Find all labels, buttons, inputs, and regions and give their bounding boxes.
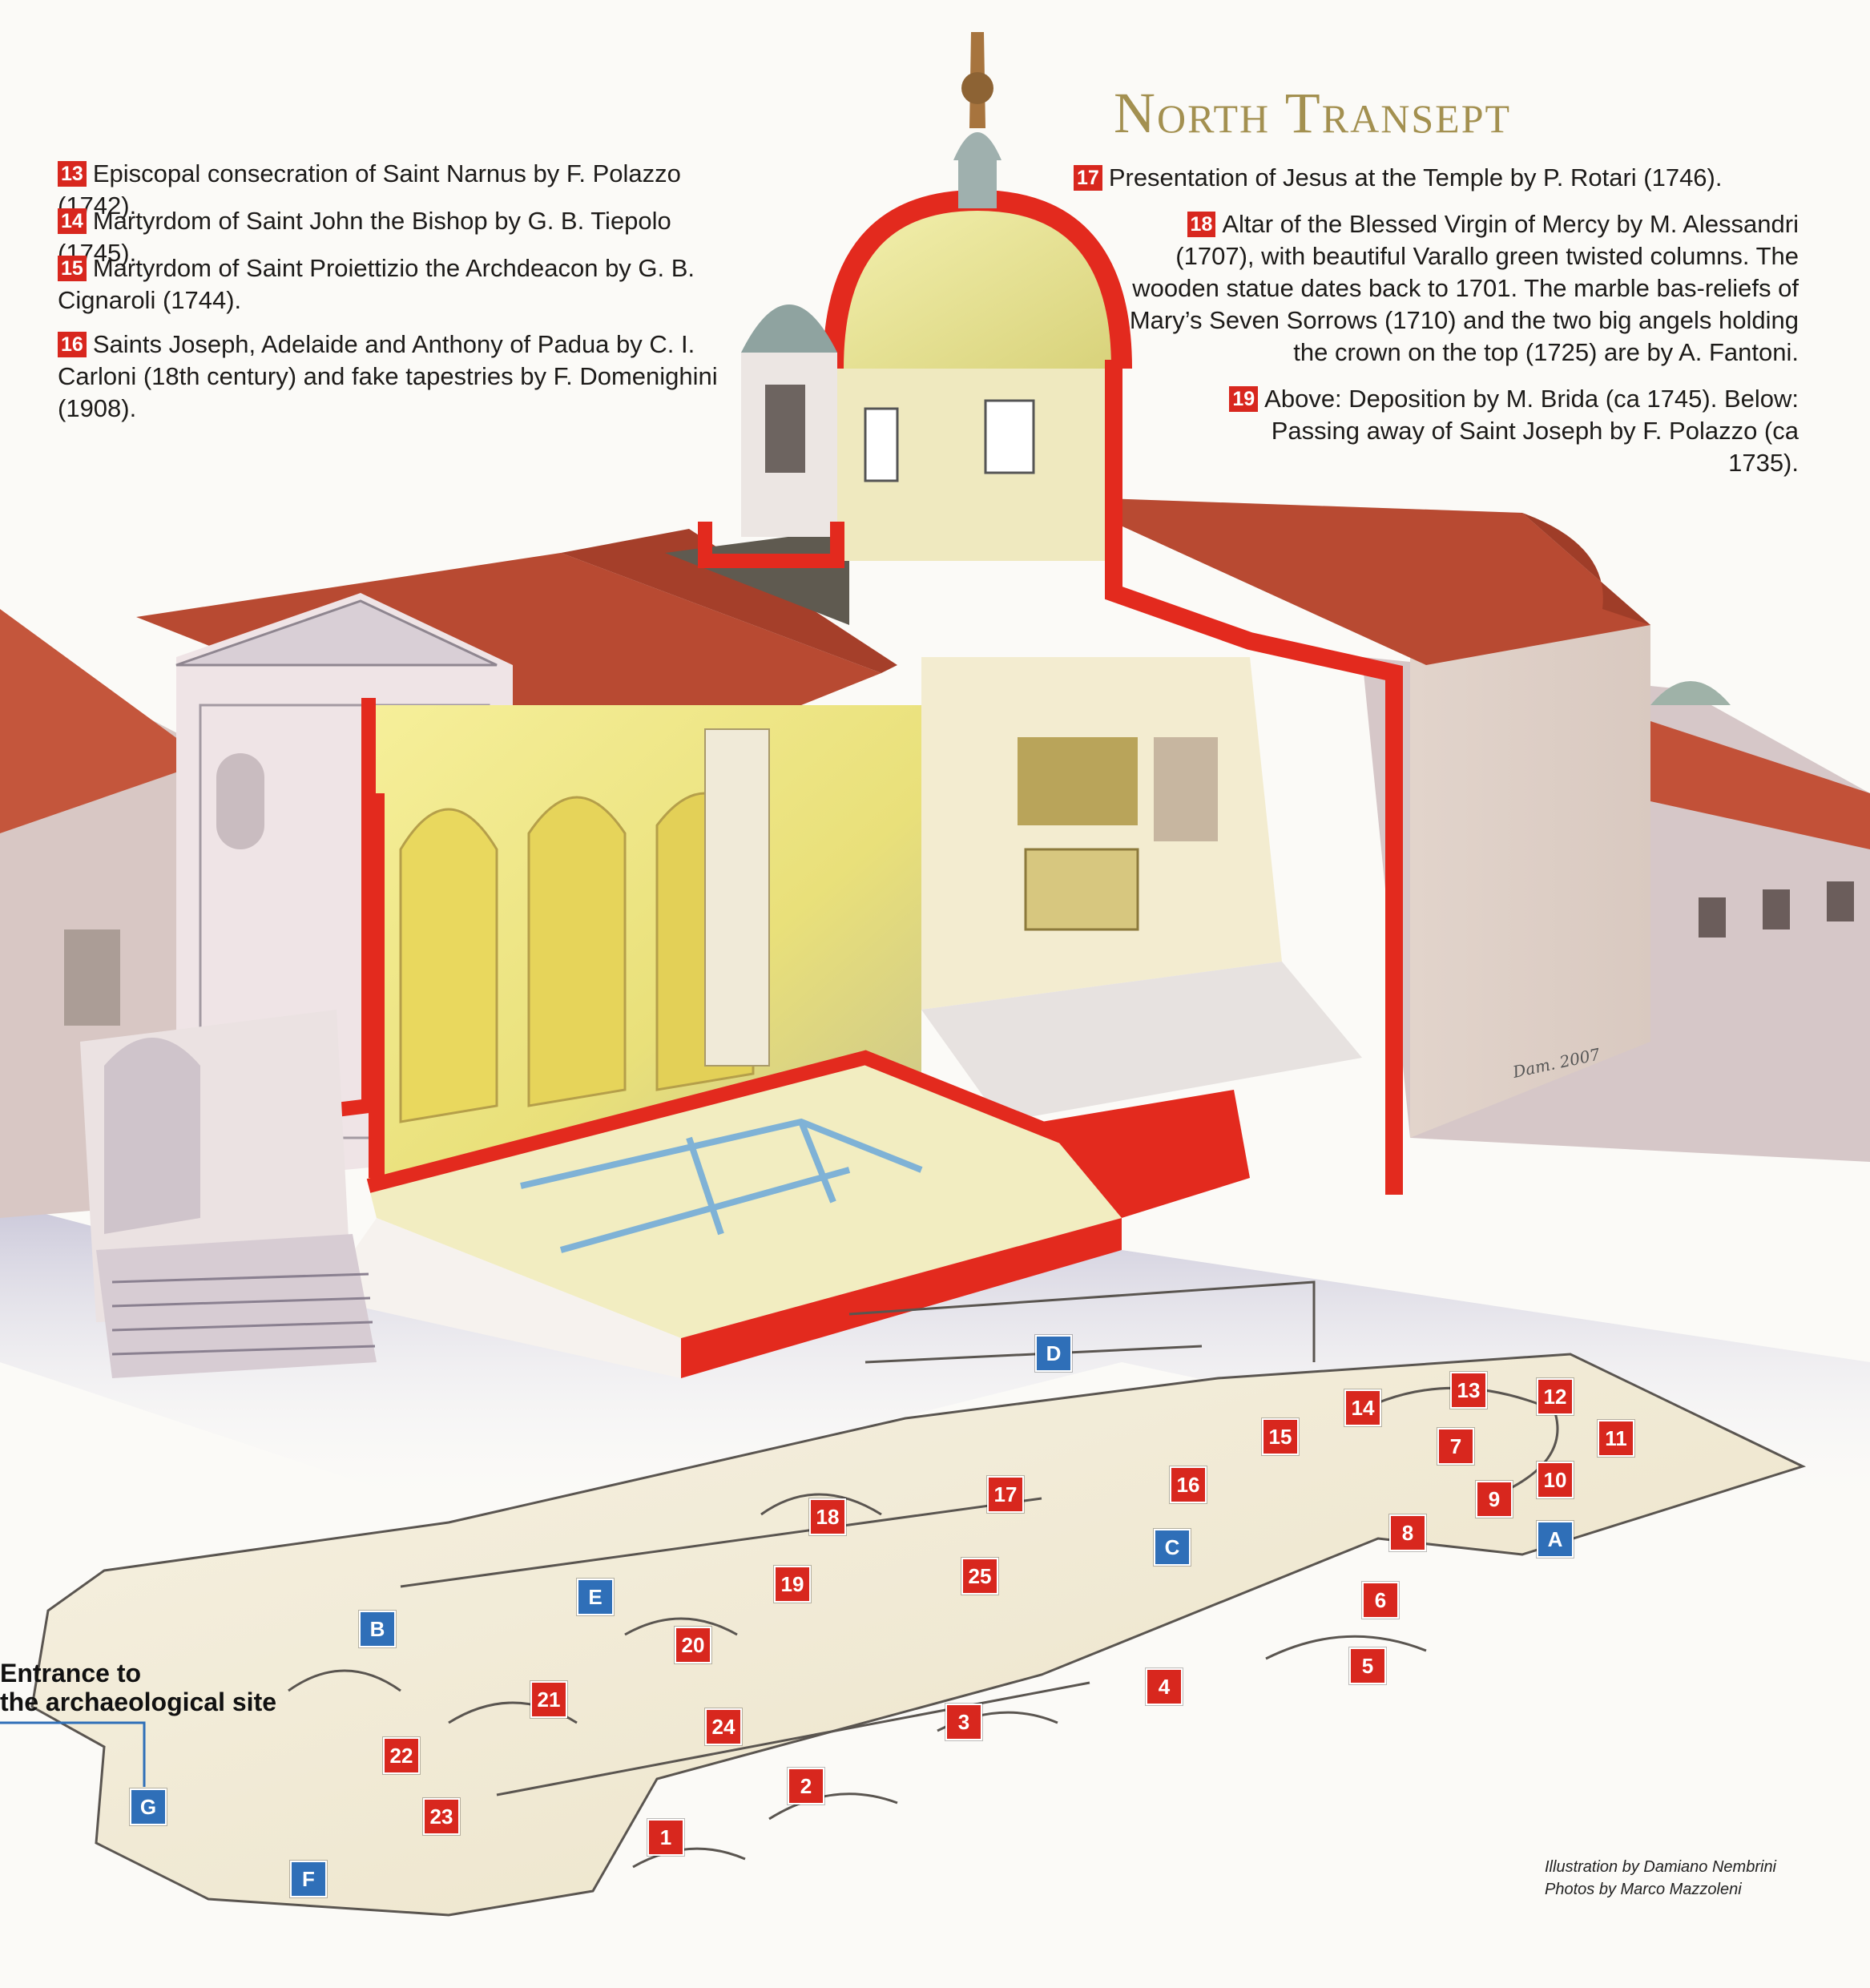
plan-marker-D: D xyxy=(1035,1335,1072,1372)
plan-marker-3: 3 xyxy=(945,1704,982,1740)
plan-marker-7: 7 xyxy=(1437,1428,1474,1465)
note-number: 17 xyxy=(1074,165,1102,191)
plan-marker-2: 2 xyxy=(788,1768,824,1805)
plan-marker-20: 20 xyxy=(675,1627,711,1663)
note-text: Above: Deposition by M. Brida (ca 1745).… xyxy=(1264,385,1799,477)
entrance-label-line-1: Entrance to xyxy=(0,1659,142,1688)
plan-marker-11: 11 xyxy=(1598,1420,1634,1457)
note-text: Presentation of Jesus at the Temple by P… xyxy=(1108,163,1723,192)
note-number: 15 xyxy=(58,256,87,281)
plan-marker-B: B xyxy=(359,1611,396,1647)
entrance-label: Entrance to the archaeological site xyxy=(0,1659,276,1716)
note-text: Martyrdom of Saint John the Bishop by G.… xyxy=(58,207,671,267)
plan-marker-17: 17 xyxy=(987,1476,1024,1513)
plan-marker-6: 6 xyxy=(1362,1582,1399,1619)
plan-marker-18: 18 xyxy=(809,1498,846,1535)
note-number: 13 xyxy=(58,161,87,187)
plan-marker-9: 9 xyxy=(1476,1481,1513,1518)
plan-marker-G: G xyxy=(130,1788,167,1825)
credits: Illustration by Damiano Nembrini Photos … xyxy=(1545,1856,1776,1901)
note-number: 16 xyxy=(58,332,87,357)
plan-marker-C: C xyxy=(1154,1529,1191,1566)
plan-marker-F: F xyxy=(290,1861,327,1897)
note-text: Saints Joseph, Adelaide and Anthony of P… xyxy=(58,330,718,422)
plan-marker-19: 19 xyxy=(774,1566,811,1603)
plan-marker-25: 25 xyxy=(961,1558,998,1595)
note-text: Episcopal consecration of Saint Narnus b… xyxy=(58,159,681,220)
plan-marker-A: A xyxy=(1537,1521,1574,1558)
note-text: Altar of the Blessed Virgin of Mercy by … xyxy=(1129,210,1799,366)
plan-marker-1: 1 xyxy=(647,1819,684,1856)
plan-marker-14: 14 xyxy=(1344,1389,1381,1426)
entrance-label-line-2: the archaeological site xyxy=(0,1688,277,1716)
plan-marker-24: 24 xyxy=(705,1708,742,1745)
plan-marker-16: 16 xyxy=(1170,1466,1207,1503)
note-text: Martyrdom of Saint Proiettizio the Archd… xyxy=(58,254,695,314)
credit-illustration: Illustration by Damiano Nembrini xyxy=(1545,1858,1777,1876)
plan-marker-12: 12 xyxy=(1537,1378,1574,1415)
plan-marker-23: 23 xyxy=(423,1798,460,1835)
note-number: 14 xyxy=(58,208,87,234)
page-title: North Transept xyxy=(1114,81,1512,145)
plan-marker-10: 10 xyxy=(1537,1462,1574,1498)
note-number: 18 xyxy=(1187,212,1216,237)
plan-marker-4: 4 xyxy=(1146,1668,1183,1705)
plan-marker-8: 8 xyxy=(1389,1514,1426,1551)
credit-photos: Photos by Marco Mazzoleni xyxy=(1545,1881,1742,1898)
plan-marker-21: 21 xyxy=(530,1681,567,1718)
plan-marker-13: 13 xyxy=(1450,1372,1487,1409)
plan-marker-E: E xyxy=(577,1579,614,1615)
note-number: 19 xyxy=(1229,386,1259,412)
plan-marker-5: 5 xyxy=(1349,1647,1386,1684)
plan-marker-15: 15 xyxy=(1262,1418,1299,1455)
plan-marker-22: 22 xyxy=(383,1737,420,1774)
